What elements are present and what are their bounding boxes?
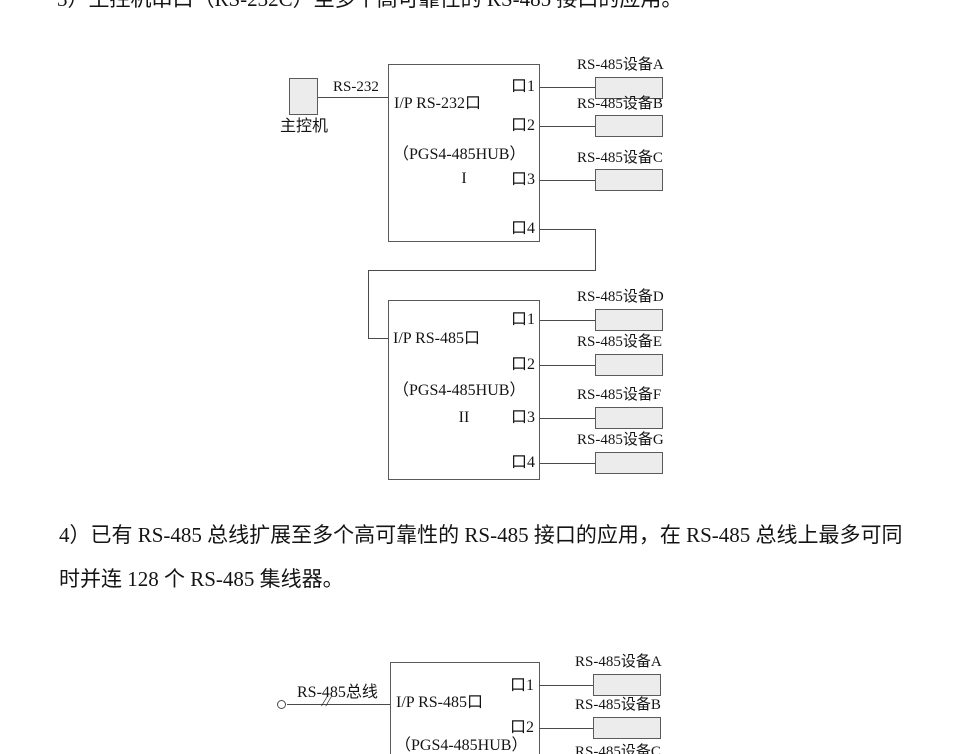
hub2-box <box>388 300 540 480</box>
hub2-numeral-label: II <box>458 409 470 426</box>
hub1-port4-label: 口4 <box>510 220 535 237</box>
hub3-port-type-label: I/P RS-485口 <box>396 694 483 711</box>
bus-terminal-circle <box>277 700 286 709</box>
connector-line <box>540 126 595 127</box>
device2-c-label: RS-485设备C <box>575 744 661 754</box>
rs232-link-label: RS-232 <box>333 79 379 95</box>
connector-line <box>539 685 593 686</box>
hub3-port1-label: 口1 <box>509 677 534 694</box>
device-c-label: RS-485设备C <box>577 150 663 166</box>
hub2-port3-label: 口3 <box>510 409 535 426</box>
device-b-label: RS-485设备B <box>577 96 663 112</box>
hub3-port2-label: 口2 <box>509 719 534 736</box>
hub1-port1-label: 口1 <box>510 78 535 95</box>
hub1-box <box>388 64 540 242</box>
hub1-port3-label: 口3 <box>510 171 535 188</box>
device-f-label: RS-485设备F <box>577 387 662 403</box>
section3-heading: 3）主控机串口（RS-232C）至多个高可靠性的 RS-485 接口的应用。 <box>57 0 682 11</box>
cascade-line <box>368 338 388 339</box>
device-f-box <box>595 407 663 429</box>
device-c-box <box>595 169 663 191</box>
rs232-link-line <box>318 97 388 98</box>
section4-paragraph-line1: 4）已有 RS-485 总线扩展至多个高可靠性的 RS-485 接口的应用，在 … <box>59 523 903 547</box>
bus-label: RS-485总线 <box>297 684 378 701</box>
device-d-label: RS-485设备D <box>577 289 664 305</box>
device2-b-label: RS-485设备B <box>575 697 661 713</box>
hub2-model-label: （PGS4-485HUB） <box>393 382 526 399</box>
hub1-numeral-label: I <box>461 170 467 187</box>
device-e-box <box>595 354 663 376</box>
device-d-box <box>595 309 663 331</box>
device-g-label: RS-485设备G <box>577 432 664 448</box>
host-computer-box <box>289 78 318 115</box>
device2-a-label: RS-485设备A <box>575 654 662 670</box>
hub1-port2-label: 口2 <box>510 117 535 134</box>
hub2-port-type-label: I/P RS-485口 <box>393 330 480 347</box>
host-computer-label: 主控机 <box>279 118 328 135</box>
connector-line <box>540 365 595 366</box>
device2-a-box <box>593 674 661 696</box>
connector-line <box>540 87 595 88</box>
connector-line <box>540 418 595 419</box>
connector-line <box>540 463 595 464</box>
device-g-box <box>595 452 663 474</box>
connector-line <box>539 728 593 729</box>
hub2-port4-label: 口4 <box>510 454 535 471</box>
hub1-model-label: （PGS4-485HUB） <box>393 146 526 163</box>
hub2-port2-label: 口2 <box>510 356 535 373</box>
device2-b-box <box>593 717 661 739</box>
hub2-port1-label: 口1 <box>510 311 535 328</box>
connector-line <box>540 180 595 181</box>
cascade-line <box>595 229 596 271</box>
cascade-line <box>368 270 369 338</box>
connector-line <box>540 320 595 321</box>
cascade-line <box>540 229 596 230</box>
hub1-port-type-label: I/P RS-232口 <box>394 95 481 112</box>
bus-line <box>287 704 390 705</box>
device-e-label: RS-485设备E <box>577 334 663 350</box>
device-b-box <box>595 115 663 137</box>
device-a-box <box>595 77 663 99</box>
section4-paragraph-line2: 时并连 128 个 RS-485 集线器。 <box>59 567 344 591</box>
hub3-box <box>390 662 540 754</box>
hub3-model-label: （PGS4-485HUB） <box>395 737 528 754</box>
cascade-line <box>368 270 596 271</box>
device-a-label: RS-485设备A <box>577 57 664 73</box>
